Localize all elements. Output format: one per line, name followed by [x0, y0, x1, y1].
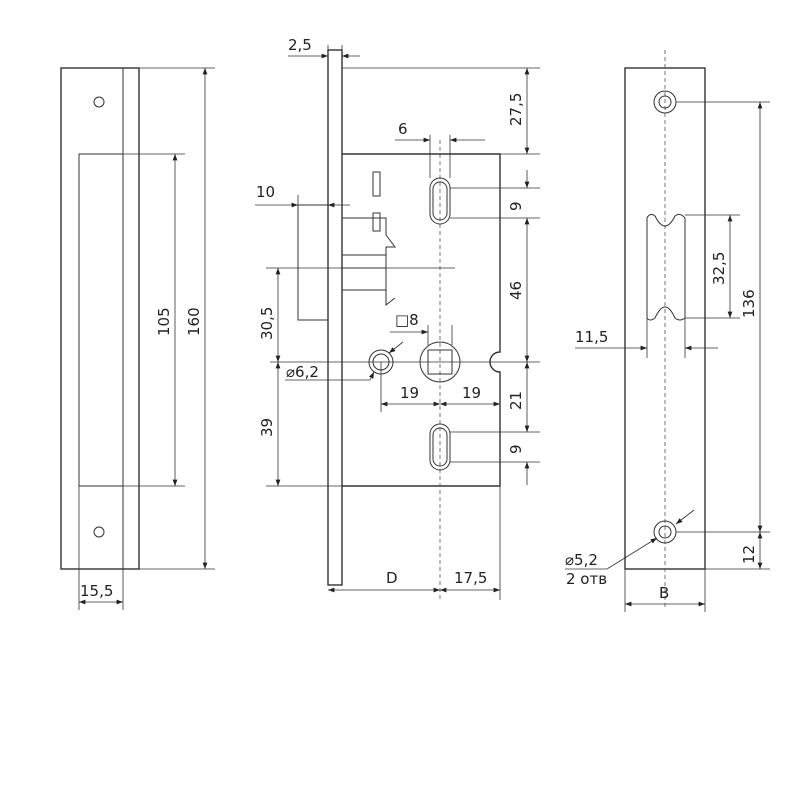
screw-hole-icon	[658, 95, 672, 109]
hole-count-label: 2 отв	[566, 570, 607, 588]
dim-160: 160	[185, 307, 203, 336]
strike-plate: 160 105 15,5	[60, 67, 215, 610]
dim-width-b: B	[659, 584, 669, 602]
dim-diameter-5-2: ⌀5,2	[565, 551, 598, 569]
screw-hole-icon	[658, 525, 672, 539]
dim-27-5: 27,5	[507, 93, 525, 126]
dim-19-left: 19	[400, 384, 419, 402]
dim-2-5: 2,5	[288, 36, 312, 54]
dim-9-top: 9	[507, 201, 525, 211]
dim-46: 46	[507, 281, 525, 300]
dim-square-8: □8	[395, 311, 419, 329]
screw-hole-icon	[93, 96, 105, 108]
dim-11-5: 11,5	[575, 328, 608, 346]
dim-10: 10	[256, 183, 275, 201]
slot-bottom	[429, 423, 451, 471]
dim-17-5: 17,5	[454, 569, 487, 587]
latch-slot	[646, 213, 686, 321]
dim-105: 105	[155, 307, 173, 336]
dim-30-5: 30,5	[258, 307, 276, 340]
dim-diameter-6-2: ⌀6,2	[286, 363, 319, 381]
dim-backset-d: D	[386, 569, 398, 587]
screw-hole-icon	[93, 526, 105, 538]
dim-12: 12	[740, 545, 758, 564]
slot-top	[429, 177, 451, 225]
dim-32-5: 32,5	[710, 252, 728, 285]
dim-15-5: 15,5	[80, 582, 113, 600]
dim-39: 39	[258, 418, 276, 437]
dim-19-right: 19	[462, 384, 481, 402]
lock-body: 27,5 9 46 21 9 2,5 6 10 30,5 39 □8 ⌀6,2 …	[255, 36, 540, 600]
faceplate: 136 32,5 12 11,5 ⌀5,2 2 отв B	[565, 50, 770, 612]
dim-21: 21	[507, 391, 525, 410]
dim-136: 136	[740, 289, 758, 318]
dim-9-bottom: 9	[507, 444, 525, 454]
dim-6: 6	[398, 120, 408, 138]
